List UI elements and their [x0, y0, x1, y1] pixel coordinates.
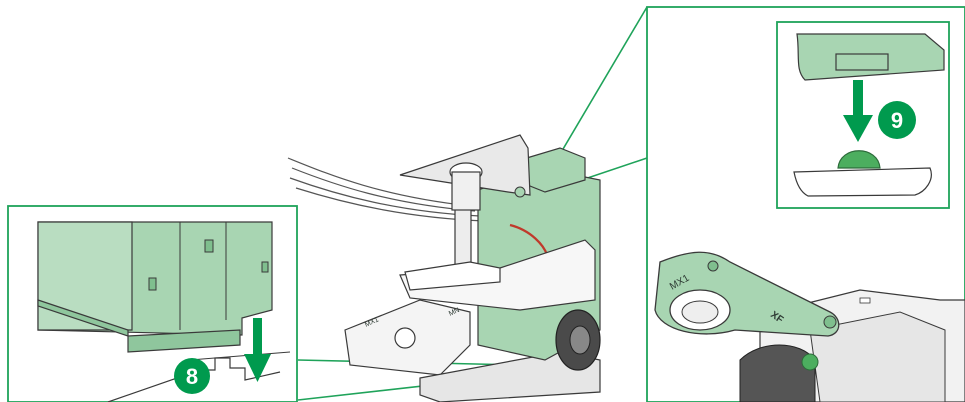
roller-hub	[569, 325, 591, 355]
bracket-tab	[404, 261, 501, 291]
housing-inner	[809, 311, 946, 402]
rotor-arm-tip-pin	[823, 315, 837, 329]
sticker-bottom-text: MN	[448, 307, 461, 318]
inset-step-8: 8	[7, 205, 298, 402]
housing-slot	[859, 297, 871, 304]
rotor-post	[451, 171, 481, 211]
down-arrow-icon	[244, 318, 271, 382]
module-slot-2	[148, 277, 157, 291]
center-mechanism: MX1 MN	[287, 134, 601, 402]
inset-rotor: MX1 XF 9	[646, 6, 965, 402]
dark-mechanism	[739, 344, 816, 402]
step-number-8: 8	[186, 364, 198, 389]
module-bottom-flange	[37, 299, 241, 353]
module-slot-3	[261, 261, 269, 273]
down-arrow-icon	[843, 80, 873, 142]
rotor-arm-pin	[707, 260, 719, 272]
module-front-face	[37, 221, 133, 331]
step-badge-8: 8	[174, 358, 210, 394]
rotor-pin	[514, 186, 526, 198]
lever-window	[835, 53, 889, 71]
step-badge-9: 9	[878, 101, 916, 139]
base-hole	[394, 327, 416, 349]
step-number-9: 9	[891, 108, 903, 133]
dome-base	[793, 167, 932, 197]
green-indicator	[801, 353, 819, 371]
rotor-arm-inner	[681, 300, 719, 324]
inset-step-9: 9	[776, 21, 950, 209]
dome-indicator	[837, 150, 881, 169]
module-slot-1	[204, 239, 214, 253]
